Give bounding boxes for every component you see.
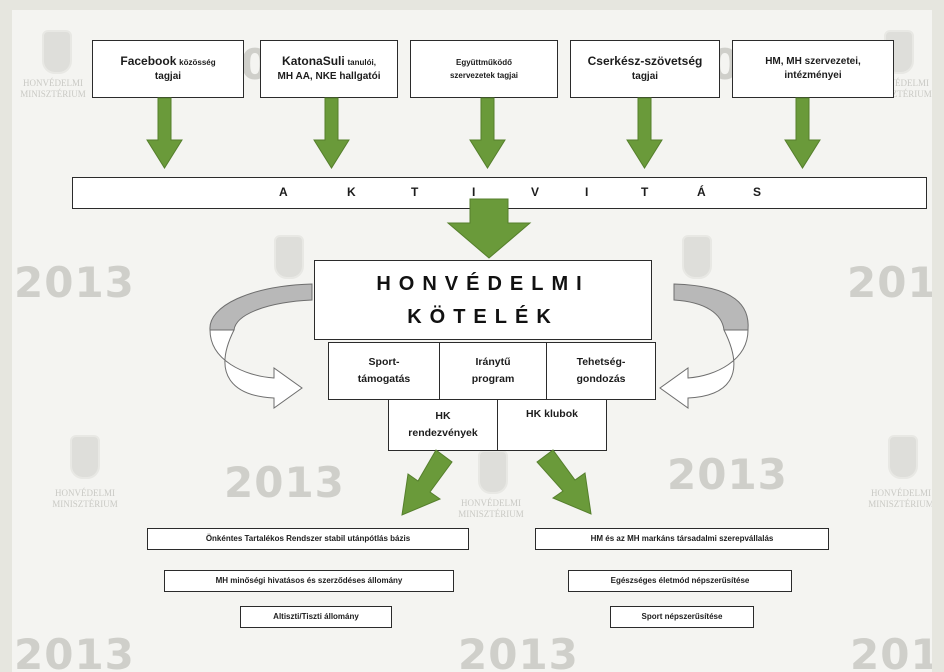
- watermark-crest-icon: [888, 435, 918, 479]
- arrow-down-icon: [313, 97, 350, 169]
- source-box-hm-mh: HM, MH szervezetei,intézményei: [732, 40, 894, 98]
- activity-letter: A: [279, 185, 288, 199]
- activity-letter: I: [585, 185, 589, 199]
- honvedelmi-kotelek-box: HONVÉDELMI KÖTELÉK: [314, 260, 652, 340]
- watermark-crest-icon: [70, 435, 100, 479]
- watermark-crest-icon: [274, 235, 304, 279]
- curved-arrow-left-icon: [209, 283, 313, 409]
- program-box-hk-klubok: HK klubok: [497, 399, 607, 451]
- outcome-box-egeszseges-eletmod: Egészséges életmód népszerűsítése: [568, 570, 792, 592]
- activity-letter: T: [641, 185, 649, 199]
- activity-letter: T: [411, 185, 419, 199]
- arrow-down-icon: [146, 97, 183, 169]
- arrows-layer: [146, 97, 821, 516]
- watermark-crest-icon: [42, 30, 72, 74]
- watermark-year: 2013: [667, 450, 788, 499]
- outcome-box-mh-minosegi: MH minőségi hivatásos és szerződéses áll…: [164, 570, 454, 592]
- watermark-crest-icon: [682, 235, 712, 279]
- arrow-down-icon: [626, 97, 663, 169]
- main-title-line2: KÖTELÉK: [407, 306, 559, 328]
- curved-arrow-right-icon: [659, 283, 749, 409]
- outcome-box-altiszti-tiszti: Altiszti/Tiszti állomány: [240, 606, 392, 628]
- arrow-diagonal-down-left-icon: [401, 449, 453, 516]
- watermark-year: 2013: [224, 458, 345, 507]
- watermark-year: 2013: [14, 258, 135, 307]
- outcome-box-onkentes-tartalekos: Önkéntes Tartalékos Rendszer stabil után…: [147, 528, 469, 550]
- arrow-down-icon: [469, 97, 506, 169]
- activity-letter: S: [753, 185, 762, 199]
- source-box-katonasuli: KatonaSuli tanulói,MH AA, NKE hallgatói: [260, 40, 398, 98]
- watermark-year: 2013: [14, 630, 135, 672]
- activity-letter: I: [472, 185, 476, 199]
- arrow-down-icon: [446, 198, 532, 259]
- arrow-down-icon: [784, 97, 821, 169]
- activity-letter: V: [531, 185, 540, 199]
- watermark-year: 2013: [850, 630, 932, 672]
- outcome-box-sport-nepszerusitese: Sport népszerűsítése: [610, 606, 754, 628]
- diagram-canvas: 2013 2013 2013 2013 2013 2013 2013 2013 …: [12, 10, 932, 672]
- watermark-year: 2013: [458, 630, 579, 672]
- arrow-diagonal-down-right-icon: [536, 449, 592, 515]
- watermark-crest-icon: [478, 450, 508, 494]
- watermark-year: 2013: [847, 258, 932, 307]
- activity-letter: K: [347, 185, 356, 199]
- main-title-line1: HONVÉDELMI: [376, 273, 590, 295]
- program-box-sporttamogatas: Sport-támogatás: [328, 342, 440, 400]
- program-box-tehetseggondozas: Tehetség-gondozás: [546, 342, 656, 400]
- outcome-box-hm-mh-tarsadalmi: HM és az MH markáns társadalmi szerepvál…: [535, 528, 829, 550]
- activity-letter: Á: [697, 185, 706, 199]
